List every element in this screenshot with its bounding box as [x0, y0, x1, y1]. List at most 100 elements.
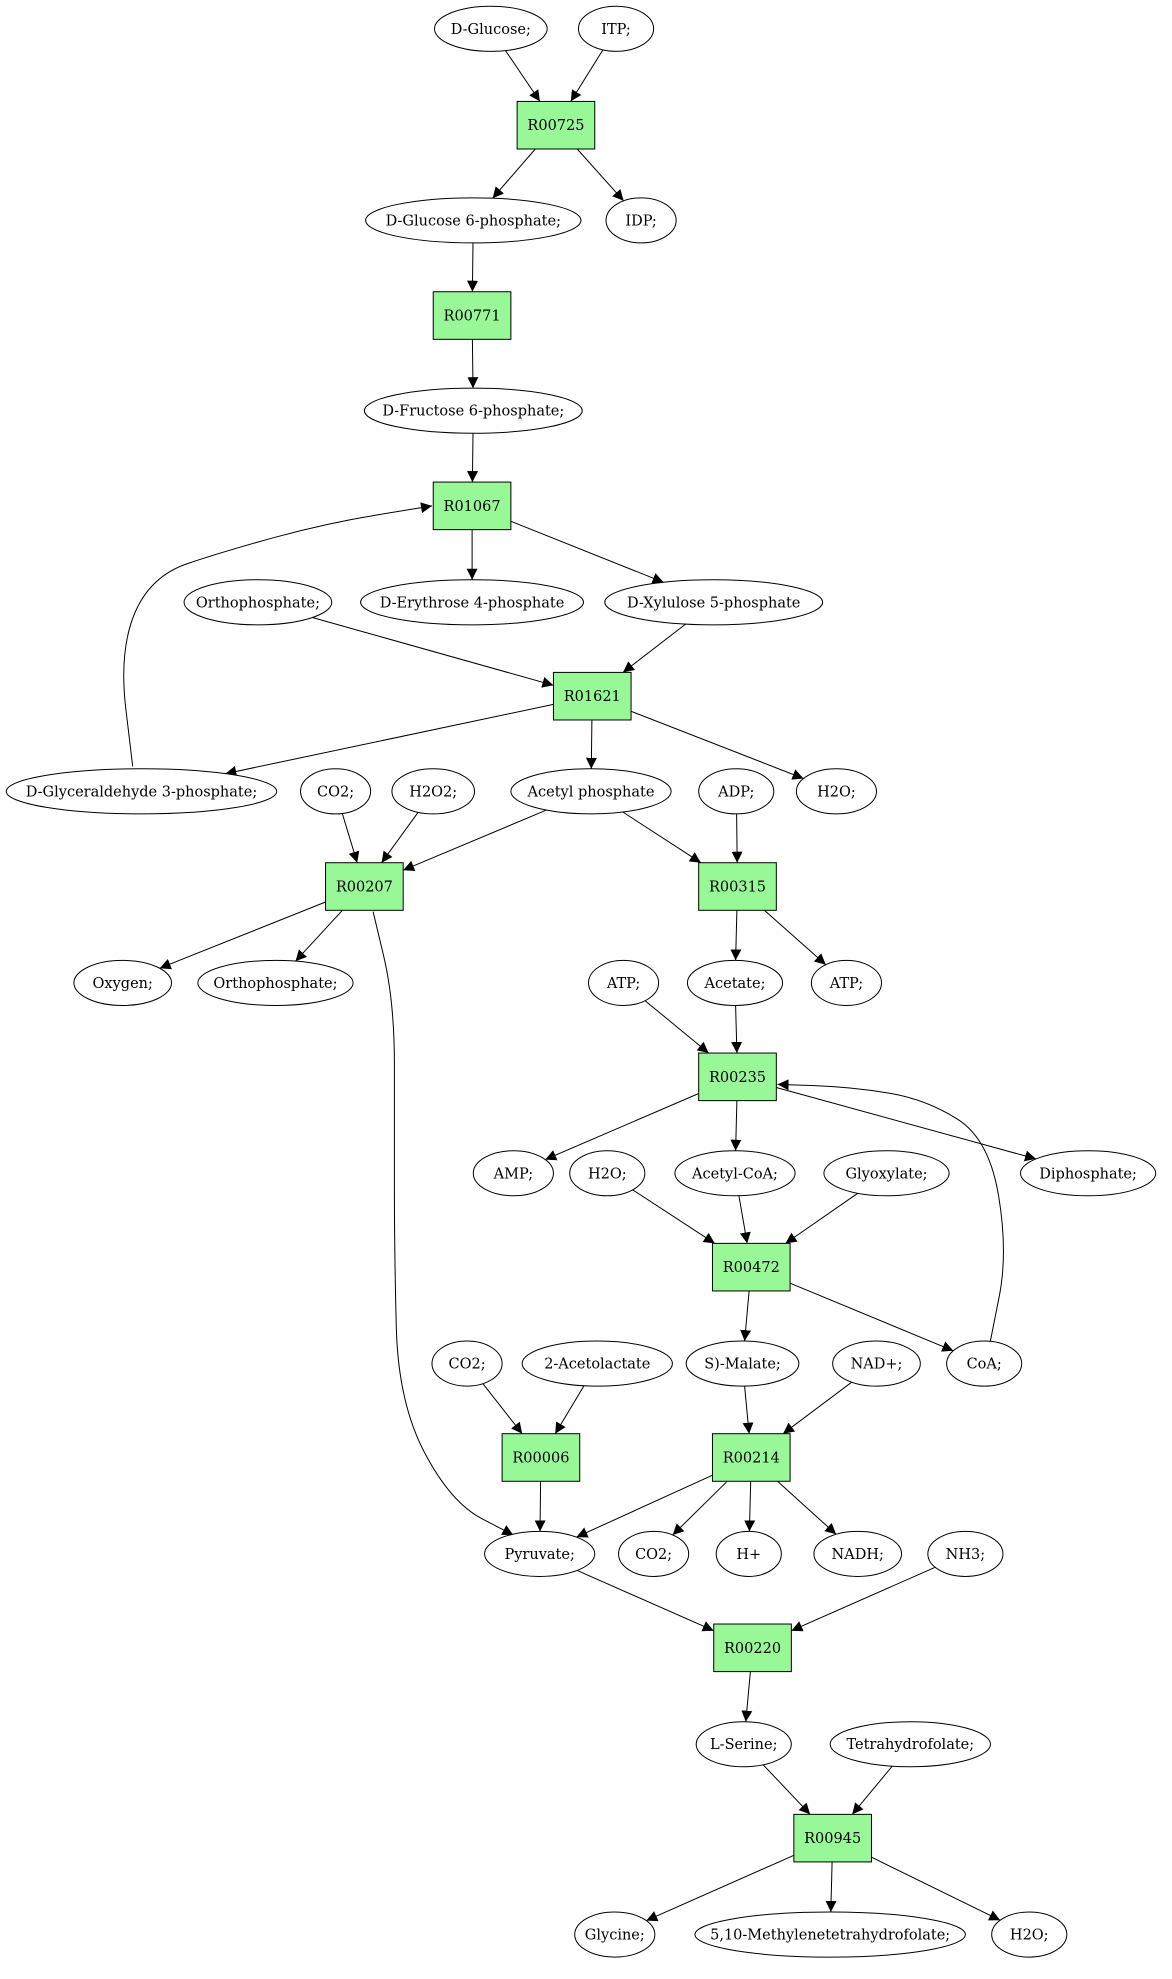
node-label: H2O;	[817, 784, 856, 800]
node-label: Pyruvate;	[504, 1547, 574, 1563]
node-label: R00207	[336, 880, 393, 896]
edge-R00315-to-acetate	[730, 910, 742, 961]
reaction-node-R00214: R00214	[711, 1433, 791, 1482]
reaction-node-R00006: R00006	[501, 1433, 581, 1482]
edge-f6p-to-R01067	[467, 433, 479, 483]
node-label: D-Glucose;	[451, 22, 531, 38]
edge-acetylp-to-R00207	[403, 809, 547, 872]
metabolite-ellipse	[484, 1530, 596, 1577]
metabolite-ellipse	[674, 1150, 796, 1197]
edge-pyruvate-to-R00220	[576, 1569, 714, 1632]
metabolite-ellipse	[360, 579, 584, 626]
node-label: ITP;	[601, 22, 631, 38]
edge-glucose-to-R00725	[505, 50, 541, 102]
edge-acetolactate-to-R00006	[554, 1385, 585, 1434]
reaction-node-R00771: R00771	[432, 291, 512, 340]
edge-coa-to-R00235	[777, 1079, 1004, 1342]
metabolite-node-orthophos2: Orthophosphate;	[197, 959, 354, 1006]
edge-itp-to-R00725	[570, 49, 604, 102]
node-label: Acetyl-CoA;	[691, 1166, 778, 1182]
metabolite-node-nadh: NADH;	[813, 1530, 903, 1577]
reaction-node-R00220: R00220	[713, 1623, 792, 1673]
metabolite-node-adp: ADP;	[698, 768, 775, 815]
metabolite-ellipse	[588, 959, 660, 1006]
edge-R00214-to-nadh	[777, 1480, 837, 1535]
node-label: H2O2;	[409, 784, 457, 800]
node-label: CO2;	[635, 1547, 672, 1563]
metabolite-node-acetate: Acetate;	[686, 959, 784, 1006]
metabolite-ellipse	[698, 768, 775, 815]
edge-co2b-to-R00006	[482, 1383, 523, 1435]
edge-R00214-to-hplus	[744, 1481, 756, 1532]
metabolite-node-x5p: D-Xylulose 5-phosphate	[604, 579, 824, 626]
node-label: D-Glyceraldehyde 3-phosphate;	[26, 784, 257, 800]
reaction-box	[713, 1623, 792, 1673]
reaction-box	[501, 1433, 581, 1482]
edge-R00207-to-pyruvate	[372, 911, 514, 1536]
node-label: NAD+;	[851, 1357, 903, 1373]
metabolite-ellipse	[686, 959, 784, 1006]
edge-R00725-to-g6p	[492, 148, 536, 199]
metabolite-node-acetolactate: 2-Acetolactate	[521, 1340, 673, 1387]
metabolite-node-atpa: ATP;	[588, 959, 660, 1006]
node-label: D-Xylulose 5-phosphate	[627, 595, 800, 611]
metabolite-node-thf: Tetrahydrofolate;	[829, 1721, 991, 1768]
metabolite-ellipse	[183, 579, 333, 626]
reaction-box	[432, 481, 512, 531]
node-label: S)-Malate;	[704, 1357, 781, 1373]
node-label: R00315	[709, 880, 766, 896]
metabolite-node-nadp: NAD+;	[832, 1340, 921, 1387]
edge-R00235-to-acetylcoa	[730, 1100, 742, 1151]
metabolite-ellipse	[829, 1721, 991, 1768]
metabolite-node-h2ob: H2O;	[569, 1150, 646, 1197]
edge-glyoxylate-to-R00472	[785, 1192, 858, 1244]
metabolite-node-acetylcoa: Acetyl-CoA;	[674, 1150, 796, 1197]
metabolite-ellipse	[991, 1911, 1068, 1958]
metabolite-ellipse	[510, 768, 672, 815]
metabolite-node-g6p: D-Glucose 6-phosphate;	[365, 197, 582, 244]
reaction-node-R00472: R00472	[711, 1242, 791, 1292]
metabolite-node-g3p: D-Glyceraldehyde 3-phosphate;	[5, 768, 278, 815]
node-label: Orthophosphate;	[213, 976, 337, 992]
metabolite-node-e4p: D-Erythrose 4-phosphate	[360, 579, 584, 626]
metabolite-node-co2c: CO2;	[618, 1530, 690, 1577]
edge-R00214-to-co2c	[672, 1480, 728, 1536]
edge-R00220-to-serine	[741, 1671, 753, 1722]
metabolite-node-nh3: NH3;	[927, 1530, 1004, 1577]
metabolite-ellipse	[197, 959, 354, 1006]
node-label: 5,10-Methylenetetrahydrofolate;	[710, 1928, 950, 1944]
metabolite-ellipse	[795, 768, 877, 815]
reaction-box	[552, 671, 632, 721]
metabolite-ellipse	[363, 387, 583, 434]
node-label: R00945	[804, 1831, 861, 1847]
metabolite-ellipse	[521, 1340, 673, 1387]
reaction-node-R00725: R00725	[516, 100, 596, 150]
reaction-node-R00945: R00945	[793, 1813, 872, 1863]
metabolite-ellipse	[472, 1150, 554, 1197]
metabolite-node-co2b: CO2;	[431, 1340, 503, 1387]
edge-orthophos1-to-R01621	[312, 617, 554, 688]
node-label: Acetyl phosphate	[527, 784, 655, 800]
edge-R00214-to-pyruvate	[576, 1474, 713, 1538]
edge-malate-to-R00214	[742, 1386, 754, 1434]
node-label: Orthophosphate;	[196, 595, 320, 611]
edge-co2a-to-R00207	[341, 813, 360, 863]
metabolite-ellipse	[431, 1340, 503, 1387]
edge-nadp-to-R00214	[782, 1381, 852, 1435]
reaction-node-R00235: R00235	[698, 1052, 777, 1102]
node-label: R00220	[724, 1641, 781, 1657]
node-label: 2-Acetolactate	[544, 1357, 650, 1373]
reaction-node-R01621: R01621	[552, 671, 632, 721]
metabolite-ellipse	[391, 768, 476, 815]
reaction-box	[793, 1813, 872, 1863]
node-label: R00214	[723, 1450, 780, 1466]
metabolite-ellipse	[694, 1911, 966, 1958]
reaction-box	[711, 1433, 791, 1482]
metabolite-ellipse	[618, 1530, 690, 1577]
metabolite-ellipse	[927, 1530, 1004, 1577]
metabolite-node-h2oc: H2O;	[991, 1911, 1068, 1958]
edge-nh3-to-R00220	[791, 1566, 936, 1632]
edge-R00207-to-orthophos2	[295, 909, 343, 962]
node-label: CoA;	[967, 1357, 1002, 1373]
